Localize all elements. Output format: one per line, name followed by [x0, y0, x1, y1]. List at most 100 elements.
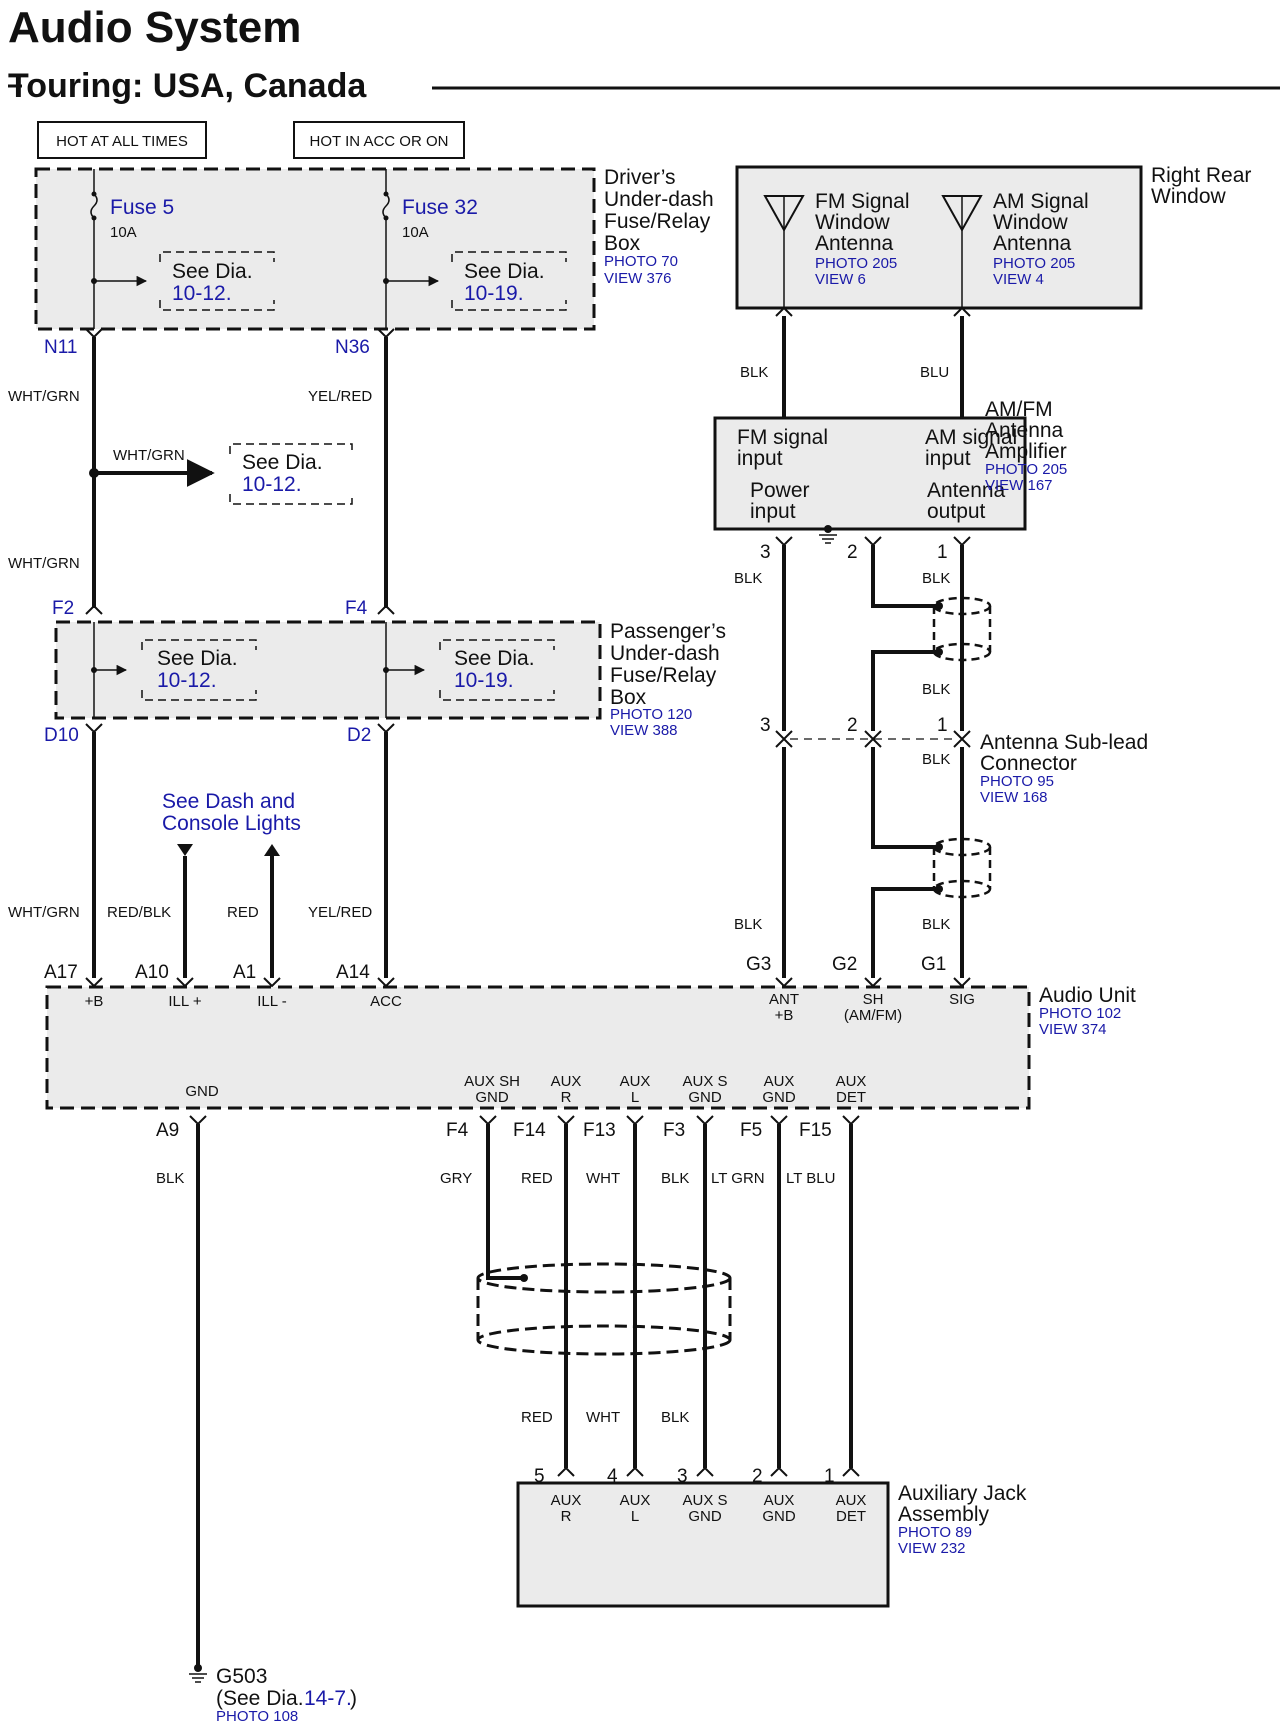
- am-antenna-view: VIEW 4: [993, 271, 1044, 288]
- au-pin-label-ant-b: +B: [775, 1007, 794, 1024]
- au-pin-label-sig: SIG: [949, 991, 975, 1008]
- rear-window-name-1: Right Rear: [1151, 164, 1251, 187]
- wire-label-yel-red-2: YEL/RED: [308, 904, 372, 921]
- wire-label-red-blk: RED/BLK: [107, 904, 171, 921]
- amp-am-input-2: input: [925, 447, 971, 470]
- ground-name: G503: [216, 1665, 267, 1688]
- wire-label-red-aux-2: RED: [521, 1409, 553, 1426]
- ill-plus-arrow: [177, 844, 193, 856]
- au-pin-label-aux-sh: AUX SH: [464, 1073, 520, 1090]
- pass-box-name-4: Box: [610, 686, 647, 709]
- aux-jack-pin-1: 1: [824, 1466, 835, 1487]
- pin-g1: G1: [921, 954, 946, 975]
- rear-window-box: [735, 165, 1143, 310]
- aux-jack-label-r2: R: [561, 1508, 572, 1525]
- amp-power-input-1: Power: [750, 479, 810, 502]
- fm-antenna-photo: PHOTO 205: [815, 255, 897, 272]
- pass-box-name-1: Passenger’s: [610, 620, 726, 643]
- fm-antenna-name-3: Antenna: [815, 232, 894, 255]
- aux-jack-label-s: AUX S: [682, 1492, 727, 1509]
- pin-a10: A10: [135, 962, 169, 983]
- splice-see-line2: 10-12.: [242, 473, 302, 496]
- pass-box-name-3: Fuse/Relay: [610, 664, 717, 687]
- driver-box-view: VIEW 376: [604, 270, 672, 287]
- fuse5-symbol: [90, 193, 98, 219]
- amp-photo: PHOTO 205: [985, 461, 1067, 478]
- pin-n36: N36: [335, 337, 370, 358]
- pass-see-1-line1: See Dia.: [157, 647, 238, 670]
- aux-jack-label-l2: L: [631, 1508, 639, 1525]
- wire-label-lt-blu: LT BLU: [786, 1170, 835, 1187]
- see-dia-box-1: [159, 251, 275, 311]
- shield-aux: [476, 1262, 732, 1356]
- ill-minus-arrow: [264, 844, 280, 856]
- see-dia-2-line2: 10-19.: [464, 282, 524, 305]
- fm-antenna-name-1: FM Signal: [815, 190, 910, 213]
- pin-a14: A14: [336, 962, 370, 983]
- aux-jack-view: VIEW 232: [898, 1540, 966, 1557]
- fuse32-label: Fuse 32: [402, 196, 478, 219]
- pin-a1: A1: [233, 962, 256, 983]
- aux-jack-label-gnd: AUX: [764, 1492, 795, 1509]
- svg-text:HOT IN ACC OR ON: HOT IN ACC OR ON: [310, 133, 449, 150]
- pin-a9: A9: [156, 1120, 179, 1141]
- pin-g2: G2: [832, 954, 857, 975]
- see-dia-2-line1: See Dia.: [464, 260, 545, 283]
- amp-name-2: Antenna: [985, 419, 1064, 442]
- wire-label-blk-amp3: BLK: [734, 570, 762, 587]
- aux-jack-label-det: AUX: [836, 1492, 867, 1509]
- aux-jack-pin-4: 4: [607, 1466, 618, 1487]
- sublead-pin-2: 2: [847, 715, 858, 736]
- ground-see-prefix: (See Dia.: [216, 1687, 304, 1710]
- am-antenna-name-1: AM Signal: [993, 190, 1089, 213]
- amp-antenna-output-1: Antenna: [927, 479, 1006, 502]
- pin-f2: F2: [52, 598, 74, 619]
- aux-jack-pin-2: 2: [752, 1466, 763, 1487]
- shield-2: [932, 837, 992, 899]
- audio-unit-view: VIEW 374: [1039, 1021, 1107, 1038]
- fuse5-rating: 10A: [110, 224, 137, 241]
- driver-box-name-1: Driver’s: [604, 166, 676, 189]
- pin-f4-au: F4: [446, 1120, 469, 1141]
- au-pin-label-gnd: GND: [185, 1083, 219, 1100]
- aux-jack-label-det2: DET: [836, 1508, 866, 1525]
- aux-jack-pin-5: 5: [534, 1466, 545, 1487]
- aux-jack-box: [516, 1481, 890, 1608]
- am-antenna-name-2: Window: [993, 211, 1069, 234]
- audio-unit-name: Audio Unit: [1039, 984, 1136, 1007]
- wire-label-wht-grn-1: WHT/GRN: [8, 388, 80, 405]
- splice-wire-label: WHT/GRN: [113, 447, 185, 464]
- ground-see-ref: 14-7.: [304, 1687, 352, 1710]
- shield-1: [932, 596, 992, 662]
- ground-icon: [189, 1664, 207, 1683]
- au-pin-label-aux-r2: R: [561, 1089, 572, 1106]
- see-dia-1-line1: See Dia.: [172, 260, 253, 283]
- amp-power-input-2: input: [750, 500, 796, 523]
- dash-lights-line2: Console Lights: [162, 812, 301, 835]
- pin-f4: F4: [345, 598, 368, 619]
- sublead-pin-1: 1: [937, 715, 948, 736]
- pin-f13: F13: [583, 1120, 616, 1141]
- wire-label-gry: GRY: [440, 1170, 472, 1187]
- amp-antenna-output-2: output: [927, 500, 986, 523]
- pin-n11: N11: [44, 337, 77, 358]
- aux-jack-photo: PHOTO 89: [898, 1524, 972, 1541]
- au-pin-label-ill-minus: ILL -: [257, 993, 286, 1010]
- pass-see-2-line1: See Dia.: [454, 647, 535, 670]
- see-dia-box-5: [439, 639, 555, 701]
- au-pin-label-aux-s: AUX S: [682, 1073, 727, 1090]
- wire-label-wht-aux-2: WHT: [586, 1409, 620, 1426]
- rear-window-name-2: Window: [1151, 185, 1227, 208]
- hot-in-acc-label: HOT IN ACC OR ON: [293, 121, 465, 159]
- am-antenna-photo: PHOTO 205: [993, 255, 1075, 272]
- see-dia-box-4: [141, 639, 257, 701]
- sublead-name-2: Connector: [980, 752, 1077, 775]
- page-subtitle: Touring: USA, Canada: [8, 67, 367, 105]
- au-pin-label-aux-s-gnd: GND: [688, 1089, 722, 1106]
- au-pin-label-aux-det2: DET: [836, 1089, 866, 1106]
- pin-f3: F3: [663, 1120, 685, 1141]
- splice-see-line1: See Dia.: [242, 451, 323, 474]
- wire-label-wht-grn-2: WHT/GRN: [8, 555, 80, 572]
- sublead-view: VIEW 168: [980, 789, 1048, 806]
- amp-pin-3: 3: [760, 542, 771, 563]
